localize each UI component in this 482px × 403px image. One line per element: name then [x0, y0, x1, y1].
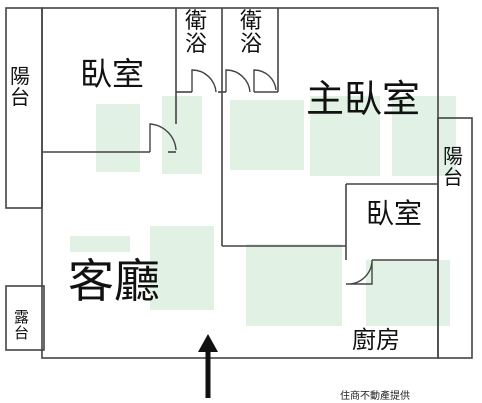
room-label-bedroom-left: 臥室 — [80, 55, 145, 93]
room-label-bathroom-1-char-2: 浴 — [185, 32, 208, 58]
room-label-bathroom-2-char-2: 浴 — [240, 32, 263, 58]
room-label-terrace: 露 台 — [14, 308, 30, 342]
room-label-balcony-left-char-2: 台 — [10, 85, 30, 109]
room-label-balcony-right-char-1: 陽 — [443, 144, 463, 168]
room-label-balcony-left-char-1: 陽 — [10, 64, 30, 88]
room-label-bathroom-2-char-1: 衛 — [240, 9, 263, 34]
watermark-logo — [70, 96, 456, 326]
door-bathroom-1 — [191, 69, 217, 93]
room-label-bedroom-right: 臥室 — [366, 197, 423, 230]
footer-note: 住商不動產提供 — [340, 391, 410, 402]
door-bathroom-2b — [253, 69, 277, 92]
room-label-terrace-char-2: 台 — [14, 323, 30, 342]
walls — [5, 7, 473, 359]
entrance-arrow-icon — [198, 334, 218, 398]
room-label-balcony-right: 陽 台 — [443, 146, 463, 188]
door-bathroom-2 — [225, 69, 251, 93]
room-label-bathroom-1: 衛 浴 — [185, 10, 207, 56]
room-label-bathroom-1-char-1: 衛 — [185, 9, 208, 34]
door-bedroom-left — [149, 123, 177, 152]
door-bedroom-right — [346, 259, 373, 285]
room-label-terrace-char-1: 露 — [14, 308, 30, 326]
room-label-living: 客廳 — [68, 254, 160, 308]
room-label-bathroom-2: 衛 浴 — [240, 10, 262, 56]
room-label-master-bedroom: 主臥室 — [306, 77, 421, 121]
room-label-balcony-left: 陽 台 — [10, 66, 30, 108]
room-label-balcony-right-char-2: 台 — [443, 165, 463, 189]
doors — [149, 69, 373, 285]
room-label-kitchen: 廚房 — [352, 326, 400, 354]
